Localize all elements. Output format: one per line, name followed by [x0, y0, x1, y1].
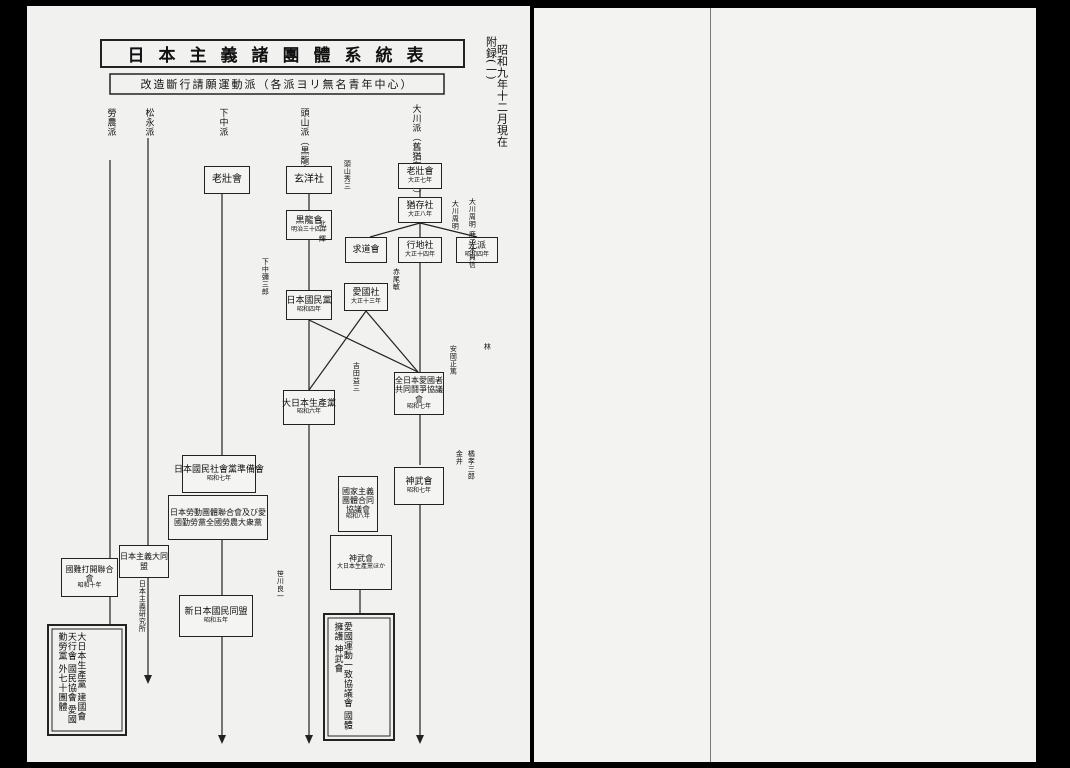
box-kokunaikoko-name: 全日本愛國者共同鬪爭協議會 [395, 376, 443, 404]
note-tokoyama-hide: 頭山秀三 [343, 160, 352, 190]
box-kokumin-domei-name: 日本國民黨 [286, 296, 332, 307]
box-shin-nihon-year: 昭和五年 [203, 616, 228, 624]
box-jinmu-okawa-year: 昭和七年 [406, 486, 431, 494]
box-kokuryukai-year: 明治三十四年 [290, 225, 327, 233]
box-rono-name: 國難打開聯合會 [65, 564, 114, 584]
box-kochiha-year: 昭和四年 [464, 250, 489, 258]
box-rosokai-shimonaka-name: 老壯會 [212, 174, 242, 186]
note-shimonaka-yasaburo: 下中彌三郎 [261, 258, 270, 296]
note-hayashi: 林 [483, 343, 492, 351]
box-jinmu-okawa-name: 神武會 [405, 477, 433, 488]
box-aikokusha: 愛國社 大正十三年 [344, 283, 388, 311]
fold-line [710, 8, 711, 762]
box-kokunaikoko-year: 昭和七年 [406, 402, 431, 410]
box-shakai-kokumin-year: 昭和七年 [206, 474, 231, 482]
box-aikokusha-name: 愛國社 [352, 288, 380, 299]
note-kita: 北一輝 [318, 220, 327, 243]
note-kanai: 金井 [455, 450, 464, 465]
faction-okawa: 大川派（舊猶存社派） [410, 104, 421, 199]
box-shakai-kokumin: 日本國民社會黨準備會 昭和七年 [174, 455, 264, 493]
final-right-frame [323, 613, 395, 741]
box-yuzonsha-year: 大正八年 [407, 210, 432, 218]
box-dainippon-seisanto-name: 大日本生產黨 [282, 398, 337, 409]
box-rosokai-shimonaka: 老壯會 [204, 166, 250, 194]
box-rosokai-okawa: 老壯會 大正七年 [398, 163, 442, 189]
matsunaga-note: 日本主義研究所 [138, 580, 147, 633]
box-kyusokan-name: 求道會 [352, 244, 380, 255]
faction-tokoyama: 頭山派（黒龍會派） [298, 108, 309, 194]
box-rono: 國難打開聯合會 昭和十年 [61, 558, 118, 597]
box-kokunaikoko: 全日本愛國者共同鬪爭協議會 昭和七年 [394, 372, 444, 415]
right-page [534, 8, 1036, 762]
box-gyochisha-name: 行地社 [406, 241, 434, 252]
box-gappei: 日本勞動團體聯合會及び愛國勤勞黨全國勞農大衆黨 [168, 495, 268, 540]
box-kokusui-taishu-name: 國家主義團體合同協議會 [342, 486, 374, 515]
box-yuzonsha-name: 猶存社 [406, 201, 434, 212]
box-kokumin-domei-year: 昭和四年 [296, 305, 321, 313]
box-shakai-kokumin-name: 日本國民社會黨準備會 [174, 465, 265, 476]
appendix-label: 附録(一) [484, 36, 498, 81]
box-shin-nihon-name: 新日本國民同盟 [184, 607, 248, 618]
faction-rono: 勞農派 [105, 108, 116, 137]
appendix-date: 昭和九年十二月現在 [495, 44, 509, 148]
box-kochiha: 光派 昭和四年 [456, 237, 498, 263]
box-kochiha-name: 光派 [467, 241, 486, 252]
box-dainippon-seisanto: 大日本生產黨 昭和六年 [282, 390, 337, 425]
box-kokumin-domei: 日本國民黨 昭和四年 [286, 290, 332, 320]
subtitle-frame [109, 73, 445, 95]
faction-shimonaka: 下中派 [217, 108, 228, 137]
note-akao: 赤尾敏 [392, 268, 401, 291]
chart-title: 日本主義諸團體系統表 [127, 46, 438, 66]
box-jinmu-kai2: 神武會 大日本生產黨ほか [330, 535, 392, 590]
note-okawa-group: 大川周明 鹿子木員信 [468, 198, 477, 269]
box-gyochisha: 行地社 大正十四年 [398, 237, 442, 263]
final-left-frame [47, 624, 127, 736]
box-kokuryukai: 黒龍會 明治三十四年 [286, 210, 332, 240]
note-okawa-shumei: 大川周明 [451, 200, 460, 230]
final-right-frame-inner [327, 617, 391, 737]
box-rosokai-okawa-name: 老壯會 [406, 167, 434, 178]
faction-matsunaga: 松永派 [143, 108, 154, 137]
box-kyusokan: 求道會 [345, 237, 387, 263]
note-yoshida: 吉田益三 [352, 362, 361, 392]
box-jinmu-kai2-name: 神武會 [349, 554, 373, 564]
box-final-right: 愛國運動一致協議會 國體擁護 神武會 [332, 622, 352, 730]
box-yuzonsha: 猶存社 大正八年 [398, 197, 442, 223]
box-nihon-shugi-name: 日本主義大同盟 [120, 552, 168, 571]
title-frame [100, 39, 465, 68]
box-rono-year: 昭和十年 [77, 582, 102, 590]
box-kokusui-taishu-year: 昭和八年 [345, 513, 370, 521]
box-kokuryukai-name: 黒龍會 [295, 216, 323, 227]
note-sasaki: 笹川良一 [276, 570, 285, 600]
chart-subtitle: 改造斷行請願運動派（各派ヨリ無名青年中心） [140, 78, 414, 91]
box-dainippon-seisanto-year: 昭和六年 [296, 408, 321, 416]
box-final-left: 大日本生產黨 建國會 天行會 國民協會 愛國勤勞黨 外七十團體 [56, 632, 86, 725]
box-genyosha-name: 玄洋社 [294, 174, 324, 186]
box-aikokusha-year: 大正十三年 [350, 297, 381, 305]
note-tachibana: 橘孝三郎 [467, 450, 476, 480]
box-rosokai-okawa-year: 大正七年 [407, 176, 432, 184]
left-page [27, 6, 530, 762]
box-gyochisha-year: 大正十四年 [404, 250, 435, 258]
box-kokusui-taishu: 國家主義團體合同協議會 昭和八年 [338, 476, 378, 532]
box-jinmu-okawa: 神武會 昭和七年 [394, 467, 444, 505]
box-genyosha: 玄洋社 [286, 166, 332, 194]
box-gappei-name: 日本勞動團體聯合會及び愛國勤勞黨全國勞農大衆黨 [170, 508, 266, 527]
note-yasuoka: 安岡正篤 [449, 345, 458, 375]
box-jinmu-kai2-note: 大日本生產黨ほか [336, 562, 385, 570]
box-nihon-shugi: 日本主義大同盟 [119, 545, 169, 578]
final-left-frame-inner [51, 628, 123, 732]
box-shin-nihon: 新日本國民同盟 昭和五年 [179, 595, 253, 637]
